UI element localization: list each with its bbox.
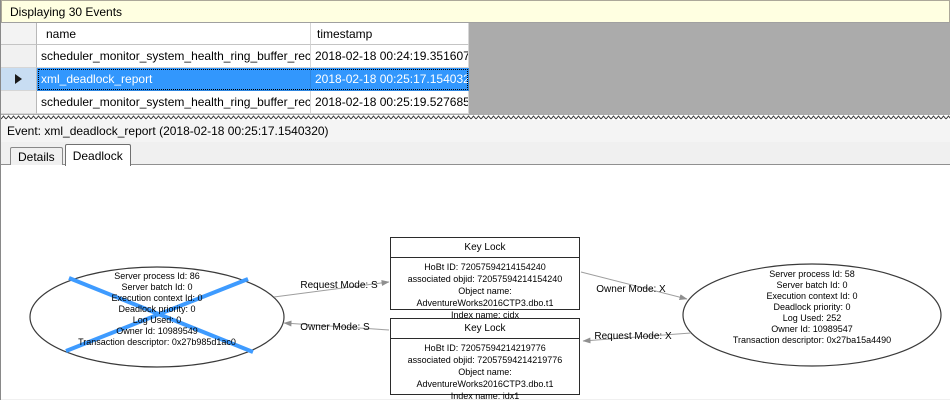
victim-line: Server process Id: 86 xyxy=(114,271,200,281)
lock-line: associated objid: 72057594214154240 xyxy=(407,274,563,284)
process-line: Owner Id: 10989547 xyxy=(771,324,853,334)
process-line: Server process Id: 58 xyxy=(769,269,855,279)
event-name-cell: scheduler_monitor_system_health_ring_buf… xyxy=(37,91,311,114)
lock-line: HoBt ID: 72057594214219776 xyxy=(424,343,546,353)
edge-label-owner-s: Owner Mode: S xyxy=(300,322,370,333)
column-header-timestamp[interactable]: timestamp xyxy=(311,23,469,45)
column-header-name[interactable]: name xyxy=(37,23,311,45)
event-name-cell: xml_deadlock_report xyxy=(37,68,311,91)
table-row-selected[interactable]: xml_deadlock_report 2018-02-18 00:25:17.… xyxy=(1,68,469,91)
edge-label-owner-x: Owner Mode: X xyxy=(596,284,666,295)
other-process-ellipse[interactable] xyxy=(682,263,942,367)
table-row[interactable]: scheduler_monitor_system_health_ring_buf… xyxy=(1,45,469,68)
key-lock-node-cidx[interactable]: Key Lock HoBt ID: 72057594214154240 asso… xyxy=(390,237,580,320)
process-line: Deadlock priority: 0 xyxy=(773,302,851,312)
row-selector-cell xyxy=(1,91,37,114)
grid-header-row: name timestamp xyxy=(1,23,469,45)
edge-label-request-x: Request Mode: X xyxy=(594,331,672,342)
events-count-bar: Displaying 30 Events xyxy=(1,0,950,23)
victim-line: Execution context Id: 0 xyxy=(111,293,203,303)
events-grid-backdrop: name timestamp scheduler_monitor_system_… xyxy=(1,23,950,115)
process-line: Log Used: 252 xyxy=(782,313,842,323)
process-line: Transaction descriptor: 0x27ba15a4490 xyxy=(732,335,892,345)
events-grid: name timestamp scheduler_monitor_system_… xyxy=(1,23,469,114)
event-name-cell: scheduler_monitor_system_health_ring_buf… xyxy=(37,45,311,68)
table-row[interactable]: scheduler_monitor_system_health_ring_buf… xyxy=(1,91,469,114)
victim-line: Log Used: 0 xyxy=(132,315,182,325)
event-timestamp-cell: 2018-02-18 00:25:17.1540320 xyxy=(311,68,469,91)
event-timestamp-cell: 2018-02-18 00:24:19.3516078 xyxy=(311,45,469,68)
event-summary: Event: xml_deadlock_report (2018-02-18 0… xyxy=(1,120,950,142)
deadlock-graph-canvas xyxy=(29,263,942,368)
deadlock-graph-pane: Server process Id: 86 Server batch Id: 0… xyxy=(1,164,950,400)
victim-line: Transaction descriptor: 0x27b985d1ac0 xyxy=(78,337,236,347)
edge-request-x-arrow xyxy=(582,332,692,344)
lock-line: HoBt ID: 72057594214154240 xyxy=(424,262,546,272)
deadlock-victim-x-icon xyxy=(65,276,254,354)
key-lock-title: Key Lock xyxy=(391,319,579,339)
other-process-details: Server process Id: 58 Server batch Id: 0… xyxy=(686,269,938,346)
victim-line: Owner Id: 10989549 xyxy=(116,326,198,336)
grid-details-splitter[interactable] xyxy=(1,115,950,120)
tab-deadlock-label: Deadlock xyxy=(72,148,123,163)
row-selector-cell xyxy=(1,45,37,68)
row-selector-header xyxy=(1,23,37,45)
details-tabstrip: Details Deadlock xyxy=(1,142,950,166)
event-summary-label: Event: xml_deadlock_report (2018-02-18 0… xyxy=(7,124,329,138)
edge-label-request-s: Request Mode: S xyxy=(300,280,378,291)
current-row-arrow-icon xyxy=(15,74,22,84)
details-area: Event: xml_deadlock_report (2018-02-18 0… xyxy=(1,120,950,400)
lock-line: associated objid: 72057594214219776 xyxy=(407,355,563,365)
tab-details-label: Details xyxy=(18,149,55,164)
victim-process-details: Server process Id: 86 Server batch Id: 0… xyxy=(32,271,282,348)
victim-line: Server batch Id: 0 xyxy=(121,282,193,292)
row-selector-cell xyxy=(1,68,37,91)
victim-line: Deadlock priority: 0 xyxy=(118,304,196,314)
event-timestamp-cell: 2018-02-18 00:25:19.5276859 xyxy=(311,91,469,114)
lock-line: Object name: AdventureWorks2016CTP3.dbo.… xyxy=(416,286,554,308)
process-line: Execution context Id: 0 xyxy=(766,291,858,301)
key-lock-title: Key Lock xyxy=(391,238,579,258)
events-count-label: Displaying 30 Events xyxy=(10,4,123,19)
lock-line: Index name: idx1 xyxy=(450,391,520,400)
edge-owner-s-arrow xyxy=(283,320,390,331)
zigzag-splitter-icon xyxy=(1,115,950,120)
tab-deadlock[interactable]: Deadlock xyxy=(64,144,131,166)
lock-line: Object name: AdventureWorks2016CTP3.dbo.… xyxy=(416,367,554,389)
edge-owner-x-arrow xyxy=(580,271,688,301)
tab-details[interactable]: Details xyxy=(10,147,63,165)
process-line: Server batch Id: 0 xyxy=(776,280,848,290)
key-lock-details: HoBt ID: 72057594214219776 associated ob… xyxy=(391,339,579,400)
edge-request-s-arrow xyxy=(273,279,390,298)
key-lock-details: HoBt ID: 72057594214154240 associated ob… xyxy=(391,258,579,321)
lock-line: Index name: cidx xyxy=(450,310,520,320)
key-lock-node-idx1[interactable]: Key Lock HoBt ID: 72057594214219776 asso… xyxy=(390,318,580,400)
